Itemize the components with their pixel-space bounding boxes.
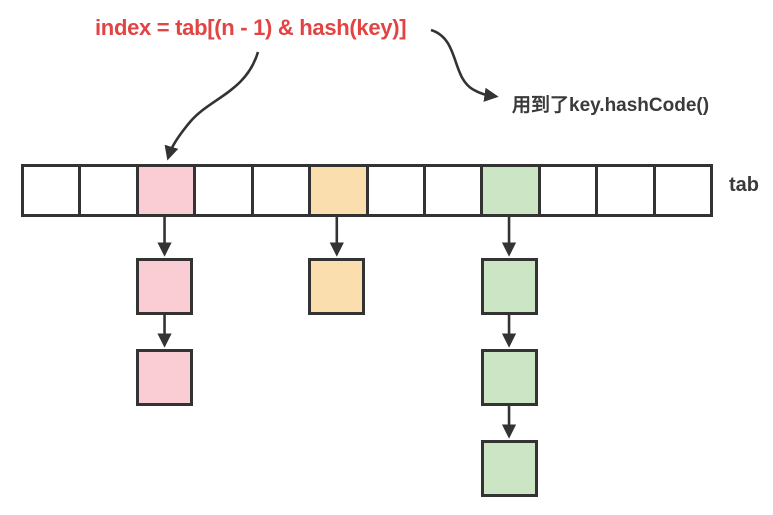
- array-cell-3: [193, 164, 254, 217]
- green-chain-node-3: [480, 440, 538, 497]
- array-cell-8: [480, 164, 541, 217]
- array-cell-0: [21, 164, 82, 217]
- orange-chain-node-1: [308, 258, 366, 315]
- array-cell-2: [135, 164, 197, 217]
- pink-chain-node-1: [136, 258, 194, 315]
- pink-chain-node-2: [136, 349, 194, 406]
- formula-to-array-arrow: [164, 51, 260, 161]
- green-chain-node-2: [480, 349, 538, 406]
- array-cell-1: [78, 164, 139, 217]
- green-chain-node-1: [480, 258, 538, 315]
- array-cell-9: [537, 164, 599, 217]
- array-cell-5: [308, 164, 369, 217]
- array-cell-4: [250, 164, 312, 217]
- array-cell-7: [422, 164, 484, 217]
- tab-array: [21, 164, 714, 217]
- tab-array-label: tab: [729, 174, 759, 196]
- array-cell-10: [595, 164, 656, 217]
- index-formula-label: index = tab[(n - 1) & hash(key)]: [95, 15, 407, 40]
- array-cell-11: [652, 164, 714, 217]
- hashcode-note-label: 用到了key.hashCode(): [512, 95, 710, 116]
- formula-to-note-arrow: [430, 28, 499, 102]
- array-cell-6: [365, 164, 426, 217]
